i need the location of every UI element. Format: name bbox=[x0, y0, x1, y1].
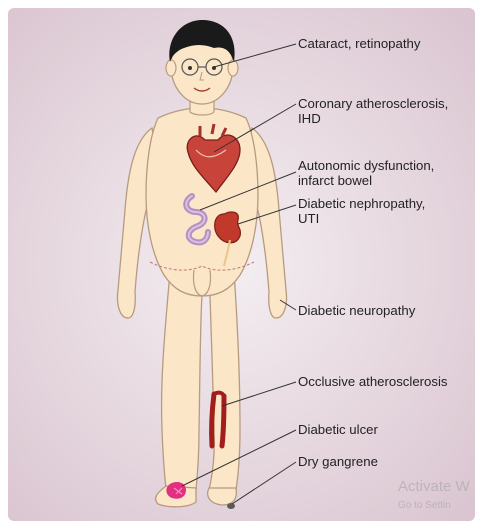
label-occlusive: Occlusive atherosclerosis bbox=[298, 374, 448, 389]
label-autonomic-line2: infarct bowel bbox=[298, 173, 434, 188]
label-gangrene: Dry gangrene bbox=[298, 454, 378, 469]
label-coronary: Coronary atherosclerosis, IHD bbox=[298, 96, 448, 126]
label-ulcer: Diabetic ulcer bbox=[298, 422, 378, 437]
gangrene-icon bbox=[227, 503, 235, 509]
watermark-activate: Activate W bbox=[398, 478, 470, 495]
label-nephropathy-line2: UTI bbox=[298, 211, 425, 226]
label-coronary-line1: Coronary atherosclerosis, bbox=[298, 96, 448, 111]
human-body bbox=[117, 20, 286, 507]
label-coronary-line2: IHD bbox=[298, 111, 448, 126]
label-nephropathy: Diabetic nephropathy, UTI bbox=[298, 196, 425, 226]
label-cataract-line1: Cataract, retinopathy bbox=[298, 36, 420, 51]
leader-gangrene bbox=[232, 462, 296, 504]
watermark-settings: Go to Settin bbox=[398, 500, 451, 511]
label-neuropathy: Diabetic neuropathy bbox=[298, 303, 415, 318]
label-autonomic: Autonomic dysfunction, infarct bowel bbox=[298, 158, 434, 188]
ulcer-icon bbox=[166, 482, 186, 499]
label-autonomic-line1: Autonomic dysfunction, bbox=[298, 158, 434, 173]
label-occlusive-line1: Occlusive atherosclerosis bbox=[298, 374, 448, 389]
label-cataract: Cataract, retinopathy bbox=[298, 36, 420, 51]
label-ulcer-line1: Diabetic ulcer bbox=[298, 422, 378, 437]
label-neuropathy-line1: Diabetic neuropathy bbox=[298, 303, 415, 318]
label-nephropathy-line1: Diabetic nephropathy, bbox=[298, 196, 425, 211]
label-gangrene-line1: Dry gangrene bbox=[298, 454, 378, 469]
